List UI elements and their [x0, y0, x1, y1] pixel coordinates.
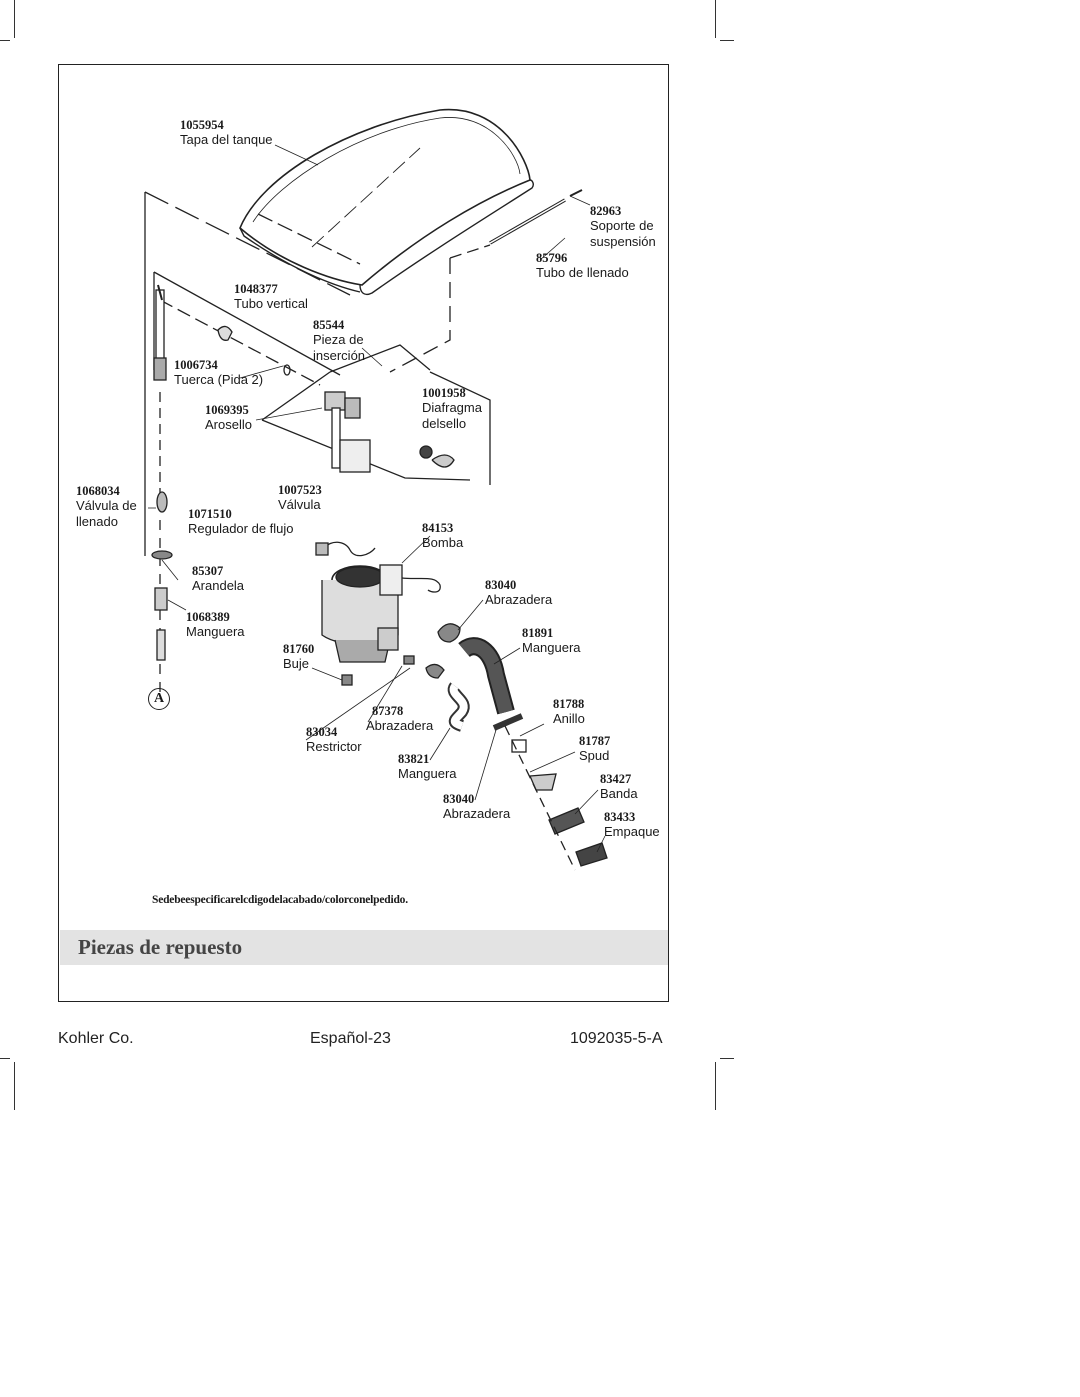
- part-number: 81788: [553, 697, 585, 711]
- part-number: 82963: [590, 204, 622, 218]
- part-name: Soporte de: [590, 218, 654, 233]
- crop-mark: [720, 40, 734, 42]
- crop-mark: [715, 1062, 717, 1110]
- part-name: Spud: [579, 748, 610, 763]
- part-1006734: 1006734 Tuerca (Pida 2): [174, 358, 263, 388]
- part-1007523: 1007523 Válvula: [278, 483, 322, 513]
- part-81787: 81787 Spud: [579, 734, 610, 764]
- part-number: 83034: [306, 725, 338, 739]
- part-number: 85544: [313, 318, 345, 332]
- part-name: Buje: [283, 656, 310, 671]
- part-number: 83427: [600, 772, 632, 786]
- part-number: 81787: [579, 734, 611, 748]
- part-name: Tubo vertical: [234, 296, 308, 311]
- part-name: Arandela: [192, 578, 245, 593]
- part-83821: 83821 Manguera: [398, 752, 457, 782]
- part-number: 83040: [485, 578, 517, 592]
- part-83040-b: 83040 Abrazadera: [443, 792, 510, 822]
- parts-frame: [58, 64, 669, 1002]
- part-85544: 85544 Pieza de inserción: [313, 318, 365, 364]
- part-83034: 83034 Restrictor: [306, 725, 362, 755]
- part-81788: 81788 Anillo: [553, 697, 585, 727]
- part-84153: 84153 Bomba: [422, 521, 463, 551]
- part-number: 85307: [192, 564, 224, 578]
- part-83427: 83427 Banda: [600, 772, 638, 802]
- part-1055954: 1055954 Tapa del tanque: [180, 118, 273, 148]
- part-name: Manguera: [398, 766, 457, 781]
- part-name: Arosello: [205, 417, 252, 432]
- crop-mark: [0, 1058, 10, 1060]
- part-87378: 87378 Abrazadera: [366, 704, 433, 734]
- part-number: 1068034: [76, 484, 120, 498]
- part-number: 1069395: [205, 403, 249, 417]
- crop-mark: [715, 0, 717, 38]
- footer-page-number: Español-23: [310, 1030, 391, 1047]
- part-name: llenado: [76, 514, 118, 529]
- part-82963: 82963 Soporte de suspensión: [590, 204, 656, 250]
- part-number: 1006734: [174, 358, 218, 372]
- part-name: Válvula: [278, 497, 321, 512]
- part-81891: 81891 Manguera: [522, 626, 581, 656]
- part-name: Empaque: [604, 824, 660, 839]
- tank-lid-shape: [239, 108, 531, 286]
- section-header-bar: [60, 930, 668, 965]
- part-number: 84153: [422, 521, 454, 535]
- crop-mark: [14, 0, 16, 38]
- part-number: 83040: [443, 792, 475, 806]
- part-name: Bomba: [422, 535, 464, 550]
- part-1048377: 1048377 Tubo vertical: [234, 282, 308, 312]
- crop-mark: [0, 40, 10, 42]
- callout-a: A: [148, 688, 170, 710]
- part-name: Pieza de: [313, 332, 364, 347]
- part-1001958: 1001958 Diafragma delsello: [422, 386, 482, 432]
- part-name: Válvula de: [76, 498, 137, 513]
- part-name: Abrazadera: [366, 718, 434, 733]
- part-name: Tuerca (Pida 2): [174, 372, 264, 387]
- part-name: delsello: [422, 416, 467, 431]
- part-name: Tapa del tanque: [180, 132, 273, 147]
- part-name: Restrictor: [306, 739, 362, 754]
- part-number: 85796: [536, 251, 568, 265]
- part-number: 81760: [283, 642, 315, 656]
- part-81760: 81760 Buje: [283, 642, 314, 672]
- part-number: 1001958: [422, 386, 466, 400]
- part-number: 83821: [398, 752, 430, 766]
- part-name: suspensión: [590, 234, 656, 249]
- part-name: Anillo: [553, 711, 585, 726]
- part-number: 87378: [372, 704, 404, 718]
- part-name: Tubo de llenado: [536, 265, 629, 280]
- section-title: Piezas de repuesto: [78, 935, 243, 959]
- part-name: Regulador de flujo: [188, 521, 294, 536]
- part-1068389: 1068389 Manguera: [186, 610, 245, 640]
- part-name: Banda: [600, 786, 638, 801]
- footer-company: Kohler Co.: [58, 1030, 134, 1047]
- part-name: Abrazadera: [443, 806, 511, 821]
- part-number: 1071510: [188, 507, 232, 521]
- crop-mark: [720, 1058, 734, 1060]
- part-85307: 85307 Arandela: [192, 564, 244, 594]
- part-name: inserción: [313, 348, 366, 363]
- part-number: 1068389: [186, 610, 230, 624]
- part-number: 1055954: [180, 118, 224, 132]
- part-number: 83433: [604, 810, 636, 824]
- part-number: 1007523: [278, 483, 322, 497]
- part-1071510: 1071510 Regulador de flujo: [188, 507, 294, 537]
- part-85796: 85796 Tubo de llenado: [536, 251, 629, 281]
- part-name: Diafragma: [422, 400, 482, 415]
- part-name: Manguera: [522, 640, 581, 655]
- part-number: 81891: [522, 626, 554, 640]
- footer-document-id: 1092035-5-A: [570, 1030, 663, 1047]
- part-name: Manguera: [186, 624, 245, 639]
- part-name: Abrazadera: [485, 592, 553, 607]
- part-83433: 83433 Empaque: [604, 810, 660, 840]
- finish-color-note: Sedebeespecificarelcdigodelacabado/color…: [152, 894, 408, 906]
- part-83040: 83040 Abrazadera: [485, 578, 552, 608]
- part-1068034: 1068034 Válvula de llenado: [76, 484, 137, 530]
- part-number: 1048377: [234, 282, 278, 296]
- crop-mark: [14, 1062, 16, 1110]
- part-1069395: 1069395 Arosello: [205, 403, 252, 433]
